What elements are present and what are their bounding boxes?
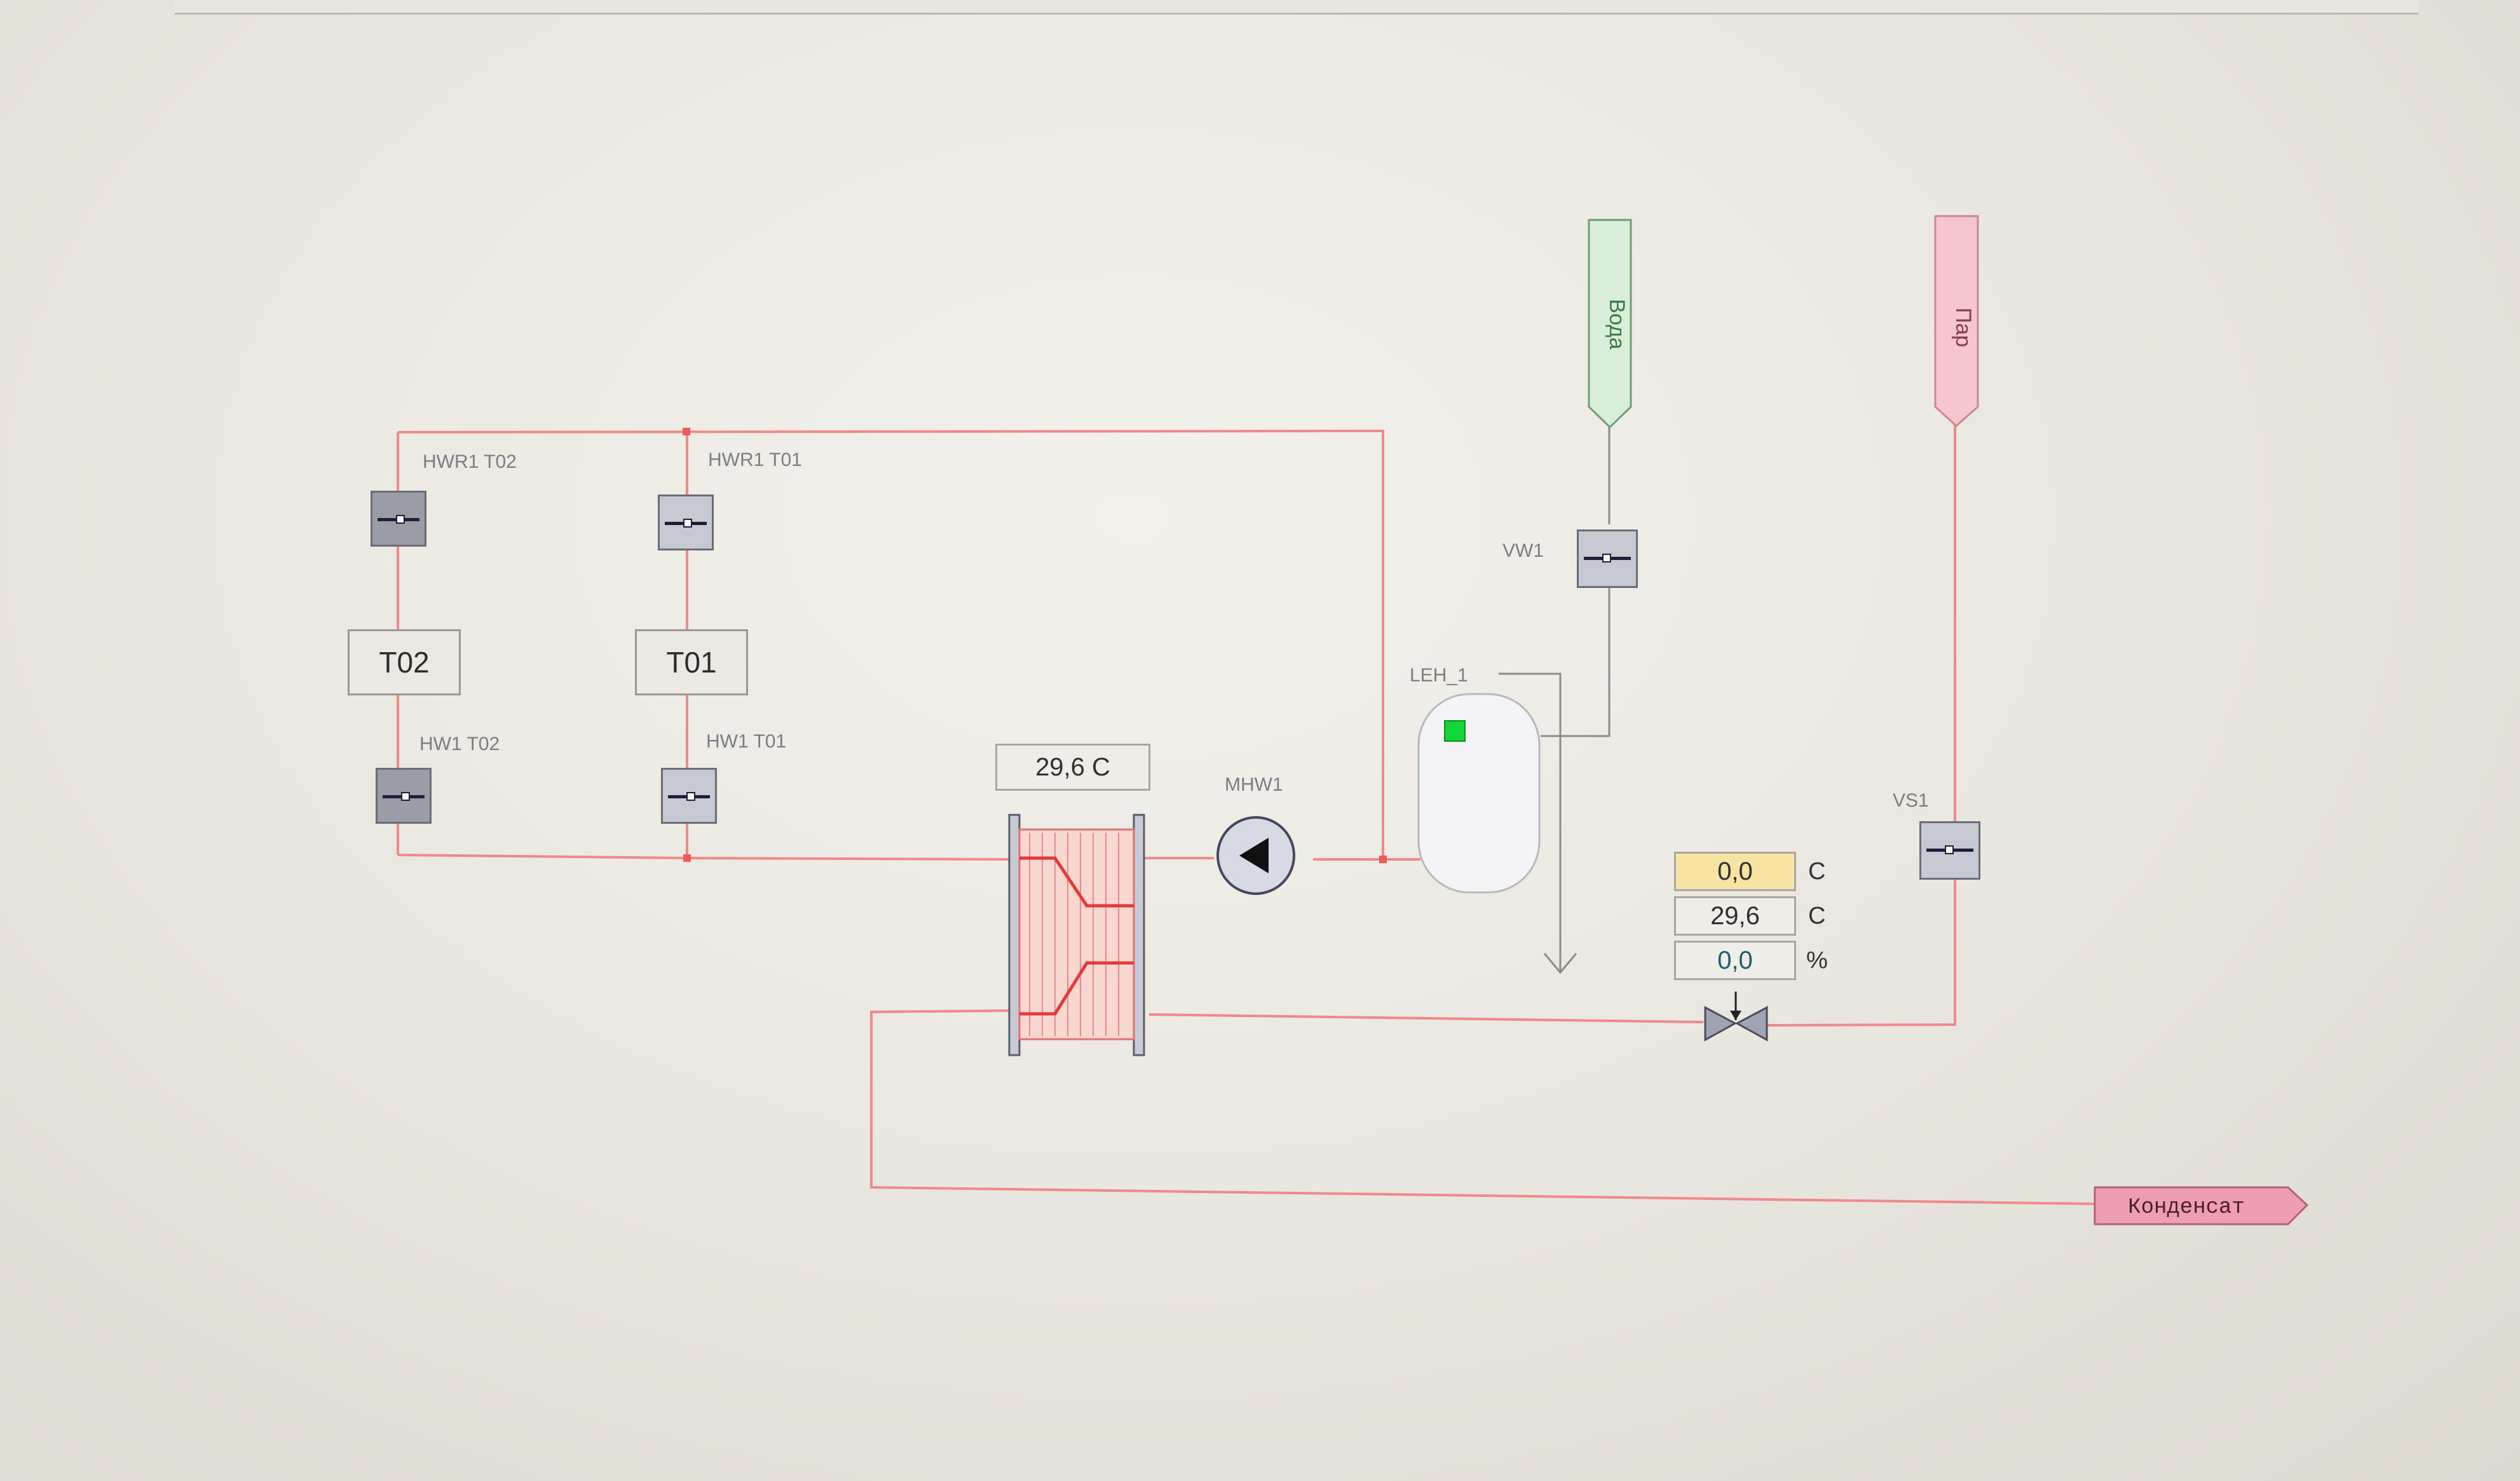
condensate-outlet-tag[interactable]: Конденсат xyxy=(2094,1186,2309,1225)
tank-t01-button[interactable]: T01 xyxy=(635,629,748,695)
water-to-boiler-pipe xyxy=(1541,588,1611,737)
exchanger-temperature-display: 29,6 C xyxy=(995,744,1150,791)
boiler-vessel[interactable] xyxy=(1417,693,1541,894)
label-hw1-t02: HW1 T02 xyxy=(419,734,500,754)
valve-hwr1-t01[interactable] xyxy=(658,495,714,550)
valve-vw1[interactable] xyxy=(1577,529,1638,588)
pump-icon[interactable] xyxy=(1216,816,1295,895)
valve-vs1[interactable] xyxy=(1919,821,1980,880)
label-leh1: LEH_1 xyxy=(1410,665,1468,686)
control-valve-icon[interactable] xyxy=(1704,992,1768,1042)
label-hw1-t01: HW1 T01 xyxy=(706,731,787,752)
actual-temperature-display: 29,6 xyxy=(1674,896,1796,936)
window-top-border xyxy=(175,0,2418,15)
label-hwr1-t02: HWR1 T02 xyxy=(423,451,517,472)
label-hwr1-t01: HWR1 T01 xyxy=(708,449,802,470)
valve-hw1-t01[interactable] xyxy=(661,768,717,824)
setpoint-value-field[interactable]: 0,0 xyxy=(1674,852,1796,891)
return-header-pipe xyxy=(397,429,1384,858)
valve-hw1-t02[interactable] xyxy=(376,768,432,824)
steam-inlet-tag[interactable]: Пар xyxy=(1934,215,1979,428)
valve-output-unit: % xyxy=(1806,947,1828,974)
valve-hwr1-t02[interactable] xyxy=(371,491,426,547)
setpoint-unit: C xyxy=(1808,858,1826,885)
heat-exchanger-icon[interactable] xyxy=(1008,814,1145,1056)
label-vw1: VW1 xyxy=(1502,540,1544,561)
label-vs1: VS1 xyxy=(1893,790,1929,811)
label-mhw1: MHW1 xyxy=(1225,774,1283,795)
water-inlet-tag[interactable]: Вода xyxy=(1588,219,1632,429)
tank-t02-button[interactable]: T02 xyxy=(348,629,461,695)
steam-inlet-label: Пар xyxy=(1951,308,1975,347)
condensate-label: Конденсат xyxy=(2128,1196,2245,1220)
water-inlet-label: Вода xyxy=(1605,299,1629,350)
condensate-pipe xyxy=(870,1009,2095,1205)
valve-output-display: 0,0 xyxy=(1674,941,1796,980)
supply-pipe xyxy=(397,854,1010,861)
boiler-overflow-line xyxy=(1499,672,1562,953)
steam-pipe xyxy=(1766,423,1956,1027)
actual-temperature-unit: C xyxy=(1808,903,1826,929)
level-indicator-led xyxy=(1444,720,1466,742)
junction-dot xyxy=(683,428,690,435)
junction-dot xyxy=(683,854,691,862)
steam-to-exchanger-pipe xyxy=(1148,1013,1704,1023)
junction-dot xyxy=(1379,856,1387,863)
